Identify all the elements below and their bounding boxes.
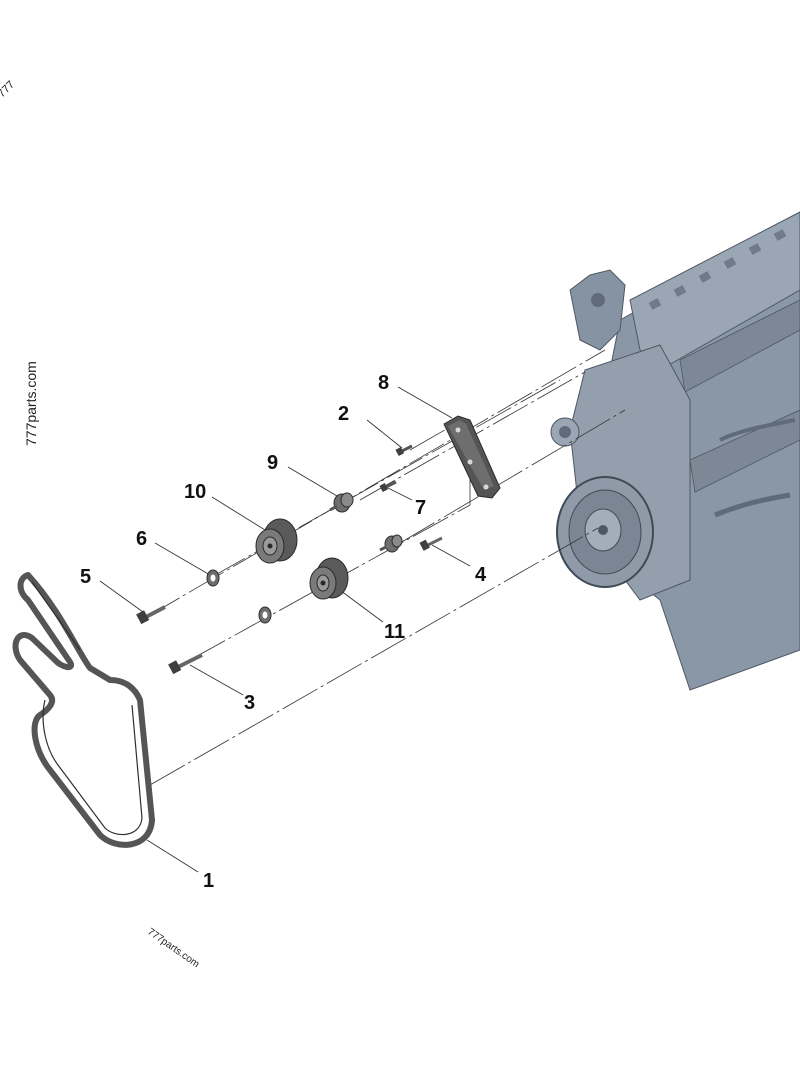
part-2-bolt bbox=[395, 444, 413, 457]
part-9-spacer bbox=[329, 492, 354, 513]
leader-lines bbox=[99, 386, 471, 873]
part-11-idler-pulley bbox=[309, 557, 349, 600]
callout-10: 10 bbox=[184, 481, 206, 503]
engine-pipe-2 bbox=[719, 418, 796, 442]
callout-9: 9 bbox=[267, 452, 278, 474]
part-10-idler-pulley bbox=[255, 518, 298, 564]
crankshaft-bolt bbox=[598, 525, 608, 535]
part-3-long-bolt bbox=[168, 653, 203, 675]
watermark-left-vertical: 777parts.com bbox=[23, 361, 39, 446]
callout-labels: 1 2 3 4 5 6 7 8 9 10 11 bbox=[80, 372, 487, 892]
part-1-belt-inner-edge bbox=[31, 581, 143, 836]
engine-pipe bbox=[714, 492, 791, 518]
engine-side-rail bbox=[679, 299, 800, 393]
part-6-washer bbox=[206, 569, 220, 587]
part-5-bolt bbox=[136, 605, 166, 625]
engine-block bbox=[550, 211, 800, 691]
callout-5: 5 bbox=[80, 566, 91, 588]
callout-1: 1 bbox=[203, 870, 214, 892]
callout-7: 7 bbox=[415, 497, 426, 519]
callout-11: 11 bbox=[384, 621, 405, 643]
spacer-lower bbox=[379, 534, 403, 553]
engine-lifting-bracket bbox=[569, 269, 626, 351]
watermark-bottom-left: 777parts.com bbox=[145, 926, 201, 970]
part-4-bolt bbox=[419, 536, 443, 551]
part-8-bracket-plate bbox=[443, 415, 501, 499]
callout-3: 3 bbox=[244, 692, 255, 714]
callout-8: 8 bbox=[378, 372, 389, 394]
engine-head-bolts bbox=[648, 229, 787, 310]
engine-aux-pulley-hub bbox=[559, 426, 571, 438]
washer-lower bbox=[258, 606, 272, 624]
callout-4: 4 bbox=[475, 564, 487, 586]
assembly-lines bbox=[144, 349, 626, 786]
watermark-top-corner: 777 bbox=[0, 79, 17, 100]
callout-6: 6 bbox=[136, 528, 147, 550]
part-7-bolt bbox=[379, 480, 397, 493]
callout-2: 2 bbox=[338, 403, 349, 425]
part-1-serpentine-belt bbox=[12, 572, 155, 848]
bracket-hole bbox=[591, 293, 605, 307]
